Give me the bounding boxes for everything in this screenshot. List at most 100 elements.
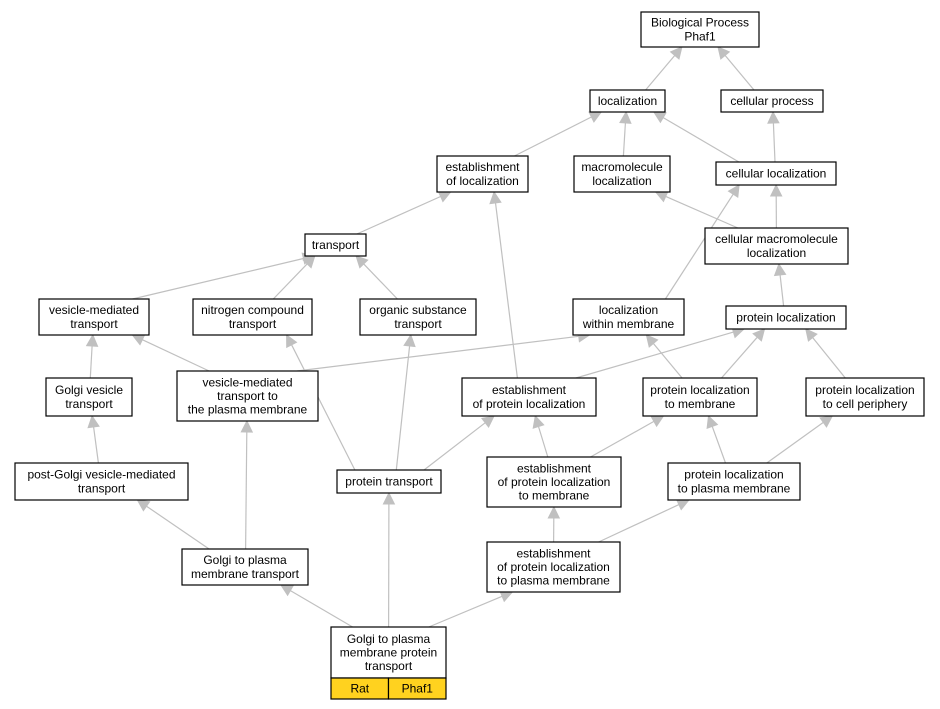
node-label: transport: [65, 397, 113, 411]
tag-label: Rat: [350, 682, 369, 696]
tag-phaf1: Phaf1: [387, 677, 447, 700]
edge-loc-to-bp: [645, 46, 683, 91]
node-label: organic substance: [369, 303, 467, 317]
edge-estprotmem-to-plmem: [590, 415, 665, 458]
node-label: transport: [394, 317, 442, 331]
node-cp[interactable]: cellular process: [720, 89, 824, 113]
tag-label: Phaf1: [402, 682, 434, 696]
edge-estprot-to-estloc: [489, 190, 518, 379]
node-label: of localization: [446, 174, 519, 188]
edge-cellloc-to-cp: [767, 110, 780, 163]
node-label: within membrane: [582, 317, 675, 331]
edge-cp-to-bp: [717, 46, 755, 91]
node-transport[interactable]: transport: [304, 233, 367, 257]
node-label: localization: [747, 246, 806, 260]
tag-rat: Rat: [330, 677, 390, 700]
node-label: transport: [312, 238, 360, 252]
node-cellloc[interactable]: cellular localization: [715, 161, 837, 186]
node-label: of protein localization: [473, 397, 586, 411]
edge-gpmt-to-pgvmt: [136, 499, 210, 550]
edge-estloc-to-loc: [514, 111, 603, 157]
edge-pt-to-estprot: [423, 415, 495, 471]
node-label: protein localization: [684, 468, 783, 482]
node-label: transport: [365, 659, 413, 673]
node-loc[interactable]: localization: [589, 89, 666, 113]
edge-plpm-to-plcp: [766, 415, 834, 464]
node-pt[interactable]: protein transport: [336, 469, 442, 494]
node-label: to membrane: [665, 397, 736, 411]
node-label: to plasma membrane: [497, 574, 610, 588]
edge-nct-to-transport: [272, 255, 316, 300]
node-label: Biological Process: [651, 16, 749, 30]
edge-gvt-to-vmt: [85, 333, 99, 379]
edge-pgvmt-to-gvt: [87, 414, 100, 464]
node-label: of protein localization: [497, 560, 610, 574]
node-label: Golgi to plasma: [347, 632, 431, 646]
node-label: establishment: [492, 383, 567, 397]
edge-vmt-to-transport: [132, 252, 316, 300]
edge-locmem-to-cellloc: [664, 184, 740, 300]
edge-transport-to-estloc: [356, 190, 452, 235]
node-label: post-Golgi vesicle-mediated: [27, 468, 175, 482]
edge-gpmt-to-vmtpm: [240, 419, 254, 550]
node-label: to membrane: [519, 489, 590, 503]
edge-gpmpt-to-estprotpm: [428, 590, 514, 628]
edge-ost-to-transport: [355, 255, 398, 300]
edge-pt-to-nct: [286, 334, 356, 471]
edge-layer: [85, 46, 846, 628]
edge-vmtpm-to-locmem: [296, 330, 591, 372]
node-label: cellular macromolecule: [715, 232, 838, 246]
edge-plmem-to-locmem: [645, 334, 683, 379]
edge-plcp-to-protloc: [805, 328, 846, 379]
node-label: cellular localization: [726, 167, 827, 181]
edge-plpm-to-plmem: [706, 414, 727, 464]
node-protloc[interactable]: protein localization: [725, 305, 847, 330]
node-label: membrane transport: [191, 567, 300, 581]
node-label: protein localization: [650, 383, 749, 397]
node-label: membrane protein: [340, 646, 437, 660]
node-label: establishment: [445, 160, 520, 174]
node-label: vesicle-mediated: [202, 375, 292, 389]
edge-cellloc-to-loc: [652, 111, 740, 163]
edge-protloc-to-cmmloc: [773, 262, 787, 307]
node-label: to cell periphery: [823, 397, 908, 411]
edge-gpmpt-to-gpmt: [279, 584, 353, 628]
node-label: transport to: [217, 389, 278, 403]
node-label: localization: [598, 94, 657, 108]
node-label: transport: [78, 481, 126, 495]
edge-cmmloc-to-cellloc: [769, 183, 783, 229]
node-label: establishment: [516, 546, 591, 560]
node-label: transport: [229, 317, 277, 331]
edge-estprotmem-to-estprot: [532, 414, 549, 458]
edge-pt-to-ost: [395, 333, 416, 471]
node-label: vesicle-mediated: [49, 303, 139, 317]
node-label: localization: [599, 303, 658, 317]
node-label: the plasma membrane: [188, 403, 308, 417]
node-label: Golgi vesicle: [55, 383, 123, 397]
edge-estprotpm-to-estprotmem: [547, 505, 561, 543]
node-label: macromolecule: [581, 160, 663, 174]
node-label: establishment: [517, 461, 592, 475]
node-label: localization: [592, 174, 651, 188]
